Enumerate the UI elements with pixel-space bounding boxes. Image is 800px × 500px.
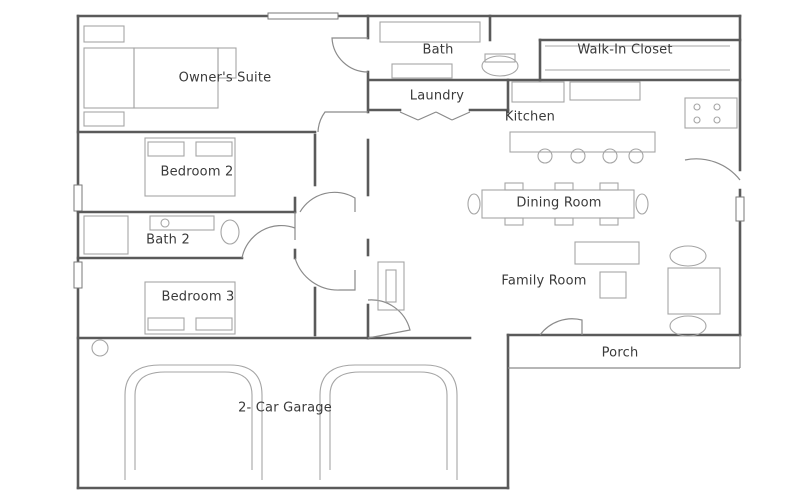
owners-suite-furniture xyxy=(83,25,237,127)
room-label-garage: 2- Car Garage xyxy=(238,400,332,416)
interior-walls xyxy=(76,14,742,340)
dining-furniture xyxy=(467,182,649,226)
room-label-bedroom-2: Bedroom 2 xyxy=(160,164,234,180)
room-label-porch: Porch xyxy=(601,345,639,361)
bath-2-fixtures xyxy=(83,215,240,255)
bedroom-3-furniture xyxy=(144,281,236,335)
exterior-walls xyxy=(76,14,742,490)
doors xyxy=(241,37,741,339)
windows xyxy=(73,12,745,289)
room-label-walk-in-closet: Walk-In Closet xyxy=(577,42,673,58)
bedroom-2-furniture xyxy=(144,137,236,197)
room-label-bath: Bath xyxy=(422,42,454,58)
kitchen-fixtures xyxy=(509,81,738,164)
bath-fixtures xyxy=(379,21,519,79)
family-room-furniture xyxy=(377,241,721,337)
room-label-laundry: Laundry xyxy=(409,88,465,104)
room-label-owners-suite: Owner's Suite xyxy=(178,70,272,86)
room-label-bath-2: Bath 2 xyxy=(146,232,190,248)
room-label-bedroom-3: Bedroom 3 xyxy=(161,289,235,305)
garage-outlines xyxy=(91,339,458,480)
room-label-kitchen: Kitchen xyxy=(504,109,556,125)
closet-shelves xyxy=(545,45,730,71)
room-label-dining-room: Dining Room xyxy=(516,195,602,211)
room-label-family-room: Family Room xyxy=(501,273,587,289)
